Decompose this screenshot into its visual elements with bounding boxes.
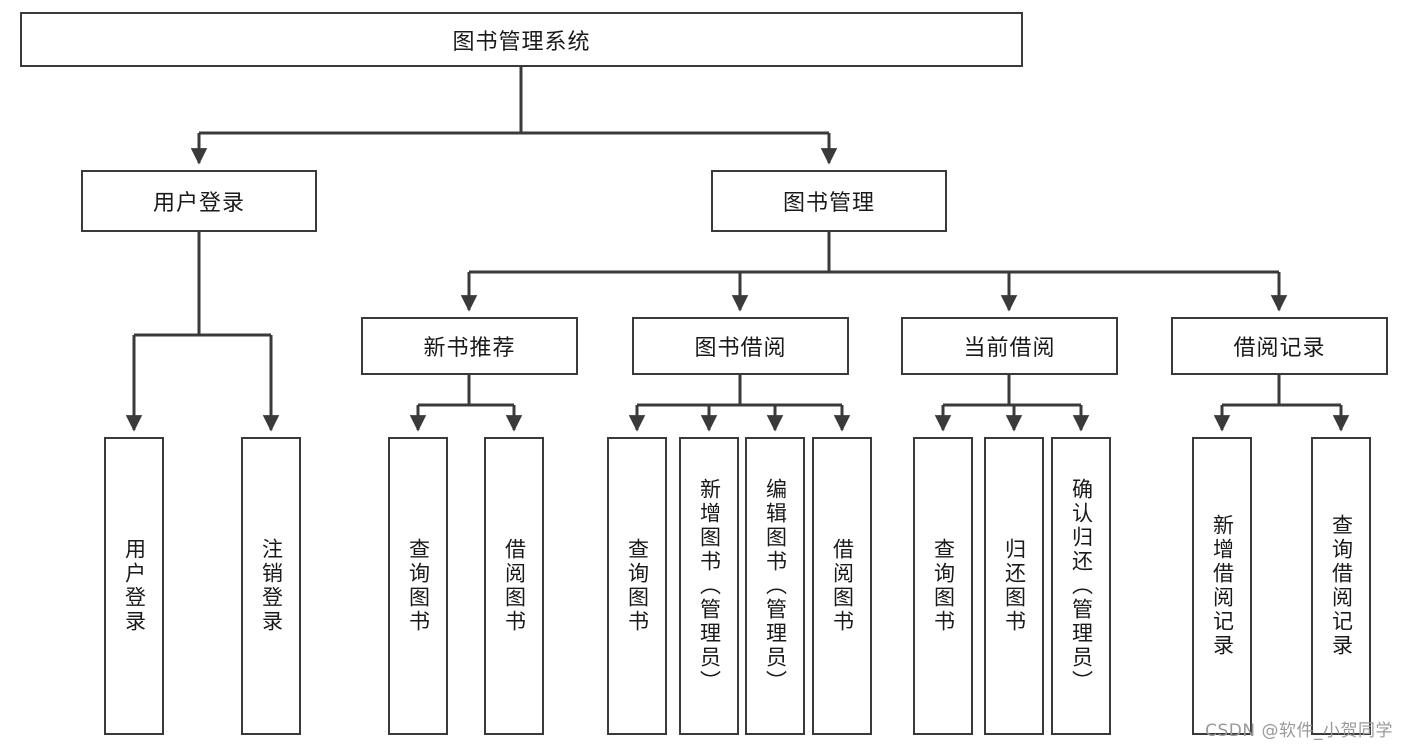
node-label: 新书推荐	[423, 336, 516, 361]
node-label: 当前借阅	[963, 336, 1056, 361]
node-label: 查询图书	[931, 538, 956, 634]
node-leaf-add-record[interactable]: 新增借阅记录	[1192, 437, 1252, 735]
node-label: 查询图书	[406, 538, 431, 634]
node-root[interactable]: 图书管理系统	[20, 12, 1023, 67]
node-leaf-query-record[interactable]: 查询借阅记录	[1311, 437, 1371, 735]
node-label: 查询借阅记录	[1329, 514, 1354, 658]
node-leaf-query-book-2[interactable]: 查询图书	[607, 437, 667, 735]
node-leaf-logout[interactable]: 注销登录	[241, 437, 301, 735]
node-label: 借阅图书	[830, 538, 855, 634]
node-leaf-query-book-3[interactable]: 查询图书	[913, 437, 973, 735]
node-label: 新增借阅记录	[1210, 514, 1235, 658]
node-leaf-borrow-book-1[interactable]: 借阅图书	[484, 437, 544, 735]
node-label: 编辑图书（管理员）	[763, 478, 788, 694]
node-label: 用户登录	[152, 191, 245, 216]
node-label: 归还图书	[1002, 538, 1027, 634]
node-new-book-recommend[interactable]: 新书推荐	[361, 317, 578, 375]
node-label: 新增图书（管理员）	[697, 478, 722, 694]
node-label: 借阅记录	[1233, 336, 1326, 361]
node-leaf-confirm-return[interactable]: 确认归还（管理员）	[1051, 437, 1111, 735]
node-borrow-record[interactable]: 借阅记录	[1171, 317, 1388, 375]
node-label: 用户登录	[122, 538, 147, 634]
node-user-login[interactable]: 用户登录	[81, 170, 317, 232]
node-leaf-query-book-1[interactable]: 查询图书	[388, 437, 448, 735]
node-book-manage[interactable]: 图书管理	[711, 170, 947, 232]
node-label: 图书借阅	[694, 336, 787, 361]
node-leaf-return-book[interactable]: 归还图书	[984, 437, 1044, 735]
node-label: 注销登录	[259, 538, 284, 634]
node-current-borrow[interactable]: 当前借阅	[901, 317, 1118, 375]
node-label: 图书管理系统	[452, 29, 591, 55]
node-label: 确认归还（管理员）	[1069, 478, 1094, 694]
node-book-borrow[interactable]: 图书借阅	[632, 317, 849, 375]
node-leaf-add-book[interactable]: 新增图书（管理员）	[679, 437, 739, 735]
node-leaf-user-login[interactable]: 用户登录	[104, 437, 164, 735]
node-label: 查询图书	[625, 538, 650, 634]
node-leaf-borrow-book-2[interactable]: 借阅图书	[812, 437, 872, 735]
node-label: 图书管理	[782, 191, 875, 216]
csdn-watermark: CSDN @软件_小贺同学	[1205, 721, 1393, 741]
node-label: 借阅图书	[502, 538, 527, 634]
node-leaf-edit-book[interactable]: 编辑图书（管理员）	[745, 437, 805, 735]
